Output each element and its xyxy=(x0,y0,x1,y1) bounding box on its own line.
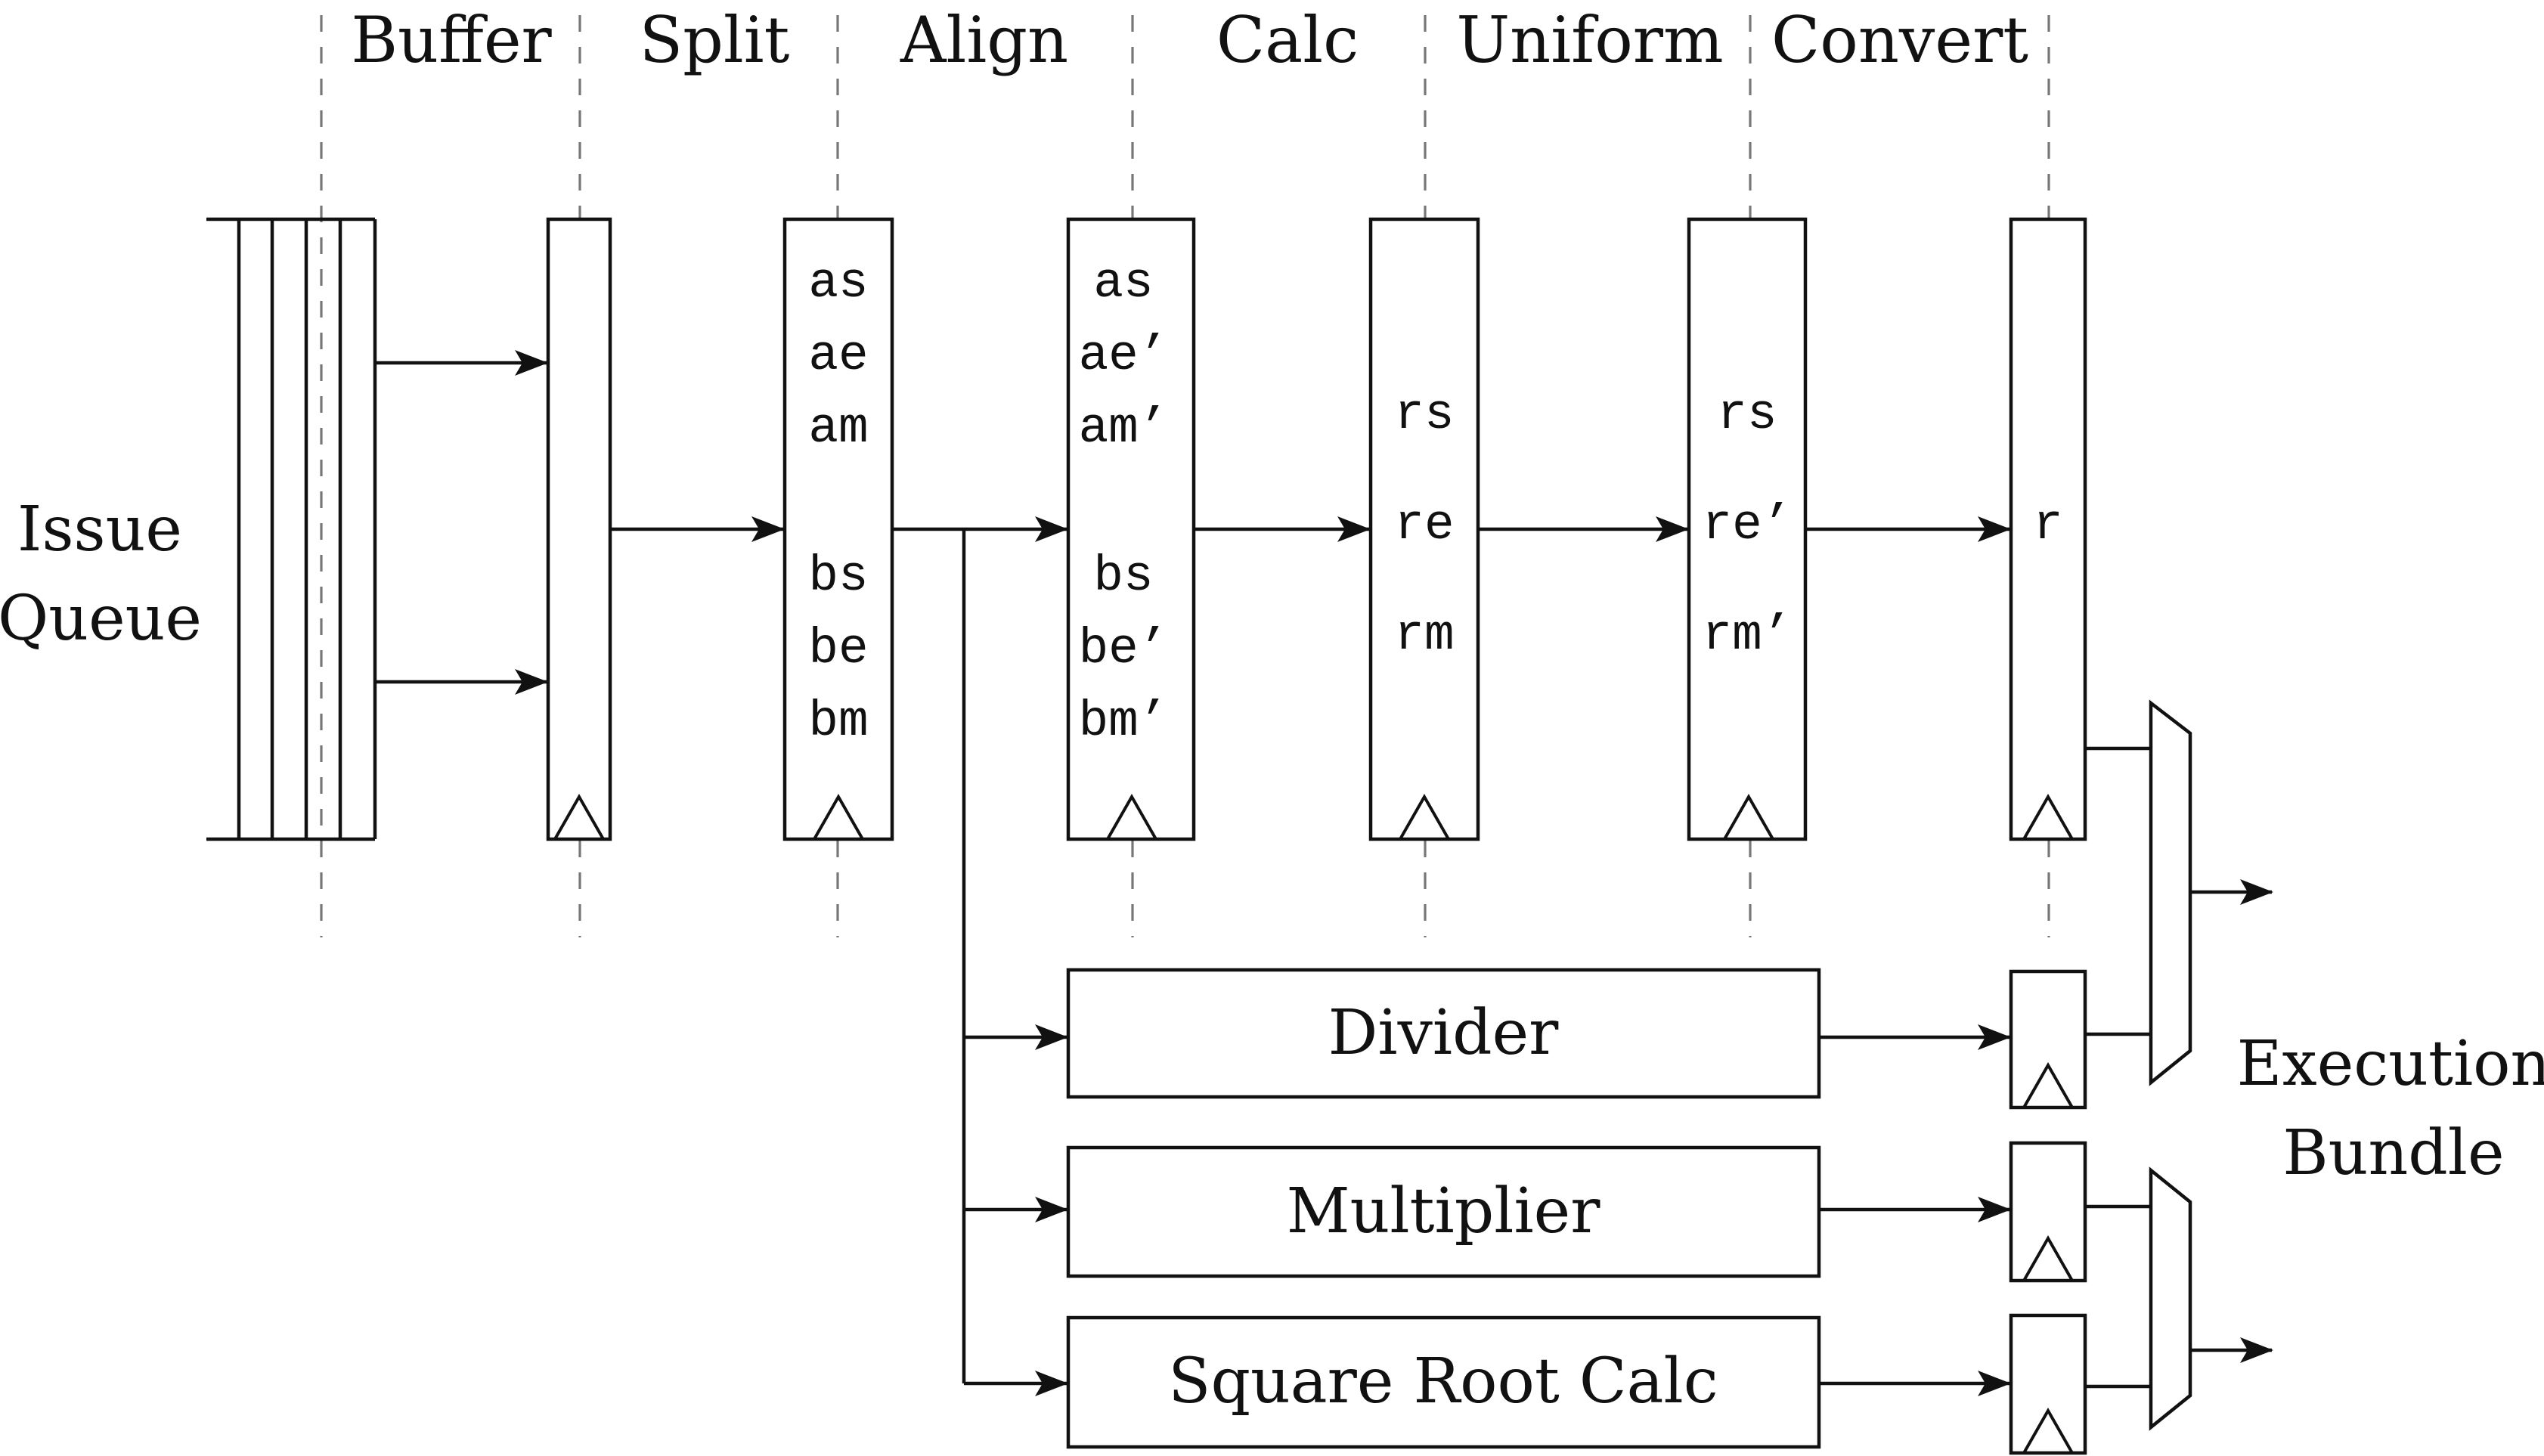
reg-field: as xyxy=(1093,255,1153,311)
reg-field: bs xyxy=(808,548,868,605)
mux-icon xyxy=(2149,1166,2192,1431)
uniform-register: rs re’ rm’ xyxy=(1687,217,1808,841)
reg-field: re’ xyxy=(1703,497,1793,553)
sqrt-out-register xyxy=(2009,1313,2087,1455)
stage-label-calc: Calc xyxy=(1216,3,1359,77)
issue-queue-label-line2: Queue xyxy=(0,583,202,655)
clock-triangle-icon xyxy=(1399,793,1450,840)
sqrt-label: Square Root Calc xyxy=(1168,1346,1718,1417)
clock-triangle-icon xyxy=(2022,1235,2074,1281)
clock-triangle-icon xyxy=(813,793,864,840)
stage-label-buffer: Buffer xyxy=(351,3,552,77)
reg-field: am’ xyxy=(1079,400,1169,457)
execution-bundle: Execution Bundle xyxy=(2237,1028,2544,1189)
stage-label-uniform: Uniform xyxy=(1456,3,1723,77)
clock-triangle-icon xyxy=(2022,1061,2074,1108)
mux-upper xyxy=(2085,699,2273,1086)
divider-label: Divider xyxy=(1328,997,1560,1069)
execution-bundle-label-line1: Execution xyxy=(2237,1028,2544,1100)
divider-unit: Divider xyxy=(1066,968,1821,1099)
mux-icon xyxy=(2149,699,2192,1086)
reg-field: be xyxy=(808,621,868,677)
calc-register: rs re rm xyxy=(1368,217,1480,841)
reg-field: am xyxy=(808,400,868,457)
reg-field: rm’ xyxy=(1703,607,1793,664)
issue-queue: Issue Queue xyxy=(0,217,377,841)
split-register: as ae am bs be bm xyxy=(782,217,894,841)
buffer-register xyxy=(546,217,612,841)
reg-field: bm xyxy=(808,693,868,750)
reg-field: bm’ xyxy=(1079,693,1169,750)
reg-field: re xyxy=(1394,497,1454,553)
clock-triangle-icon xyxy=(2022,793,2074,840)
reg-field: as xyxy=(808,255,868,311)
sqrt-unit: Square Root Calc xyxy=(1066,1315,1821,1449)
align-register: as ae’ am’ bs be’ bm’ xyxy=(1066,217,1196,841)
reg-field: ae’ xyxy=(1079,327,1169,384)
reg-field: ae xyxy=(808,327,868,384)
clock-triangle-icon xyxy=(1106,793,1157,840)
unit-output-registers xyxy=(1819,969,2087,1455)
multiplier-label: Multiplier xyxy=(1287,1176,1601,1247)
reg-field: rs xyxy=(1717,386,1777,443)
clock-triangle-icon xyxy=(553,793,605,840)
stage-label-align: Align xyxy=(900,3,1068,77)
multiplier-unit: Multiplier xyxy=(1066,1145,1821,1278)
execution-bundle-label-line2: Bundle xyxy=(2282,1117,2504,1189)
reg-field: rm xyxy=(1394,607,1454,664)
multiplier-out-register xyxy=(2009,1141,2087,1283)
mux-lower xyxy=(2085,1166,2273,1431)
datapath-wires xyxy=(375,350,2011,1396)
convert-register: r xyxy=(2009,217,2087,841)
divider-out-register xyxy=(2009,969,2087,1110)
stage-label-convert: Convert xyxy=(1771,3,2028,77)
clock-triangle-icon xyxy=(2022,1407,2074,1454)
stage-label-split: Split xyxy=(640,3,790,77)
clock-triangle-icon xyxy=(1723,793,1774,840)
reg-field: rs xyxy=(1394,386,1454,443)
stage-labels: Buffer Split Align Calc Uniform Convert xyxy=(351,3,2028,77)
issue-queue-label-line1: Issue xyxy=(17,494,182,565)
reg-field: bs xyxy=(1093,548,1153,605)
reg-field: be’ xyxy=(1079,621,1169,677)
reg-field: r xyxy=(2033,497,2063,553)
